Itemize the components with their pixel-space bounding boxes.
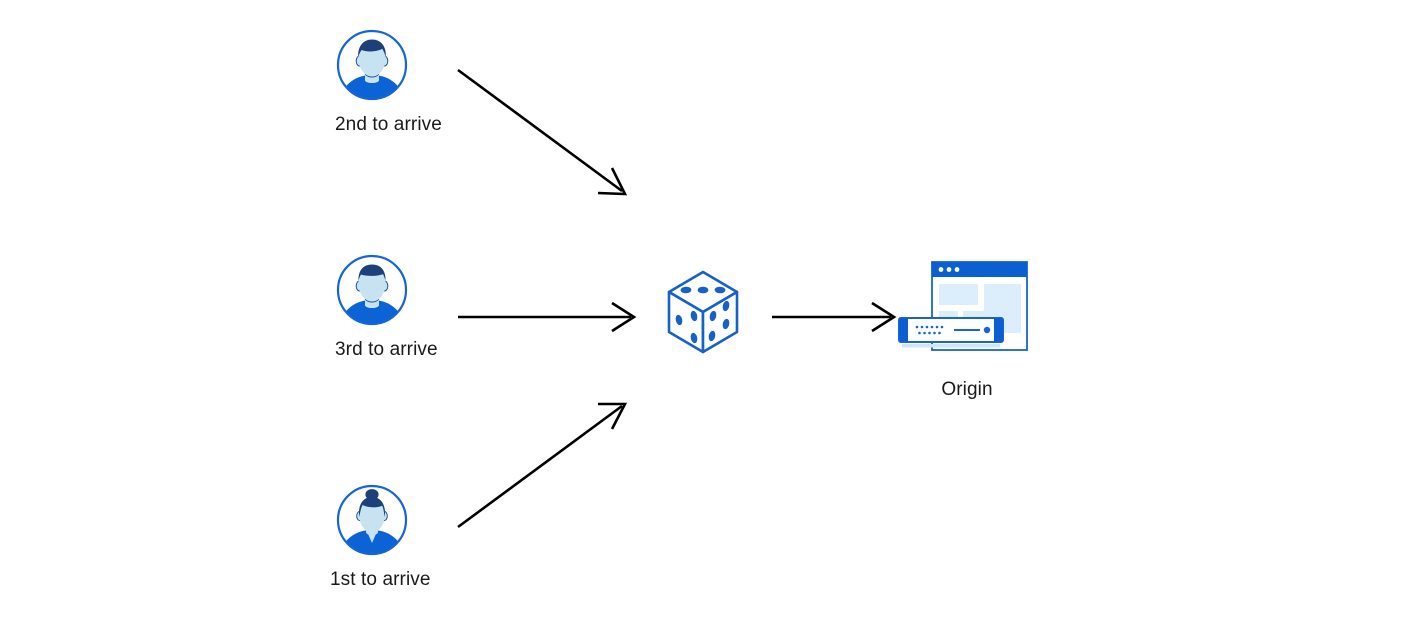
- dice-randomizer[interactable]: [663, 268, 743, 365]
- avatar-client-3rd-label: 3rd to arrive: [335, 339, 438, 360]
- avatar-client-2nd-label: 2nd to arrive: [335, 114, 442, 135]
- origin-label: Origin: [941, 379, 993, 400]
- arrow-2nd-to-dice: [457, 68, 628, 196]
- arrow-dice-to-origin: [772, 301, 897, 333]
- avatar-client-3rd[interactable]: [335, 253, 409, 327]
- arrow-1st-to-dice: [457, 402, 628, 529]
- user-avatar-icon: [336, 29, 408, 101]
- origin-node[interactable]: [897, 258, 1037, 363]
- avatar-client-1st[interactable]: [335, 483, 409, 557]
- arrow-3rd-to-dice: [458, 301, 637, 333]
- origin-server-icon: [898, 261, 1028, 351]
- server-device-icon: [898, 317, 1004, 348]
- avatar-client-2nd[interactable]: [335, 28, 409, 102]
- user-avatar-icon: [336, 484, 408, 556]
- dice-icon: [667, 270, 739, 354]
- user-avatar-icon: [336, 254, 408, 326]
- avatar-client-1st-label: 1st to arrive: [330, 569, 431, 590]
